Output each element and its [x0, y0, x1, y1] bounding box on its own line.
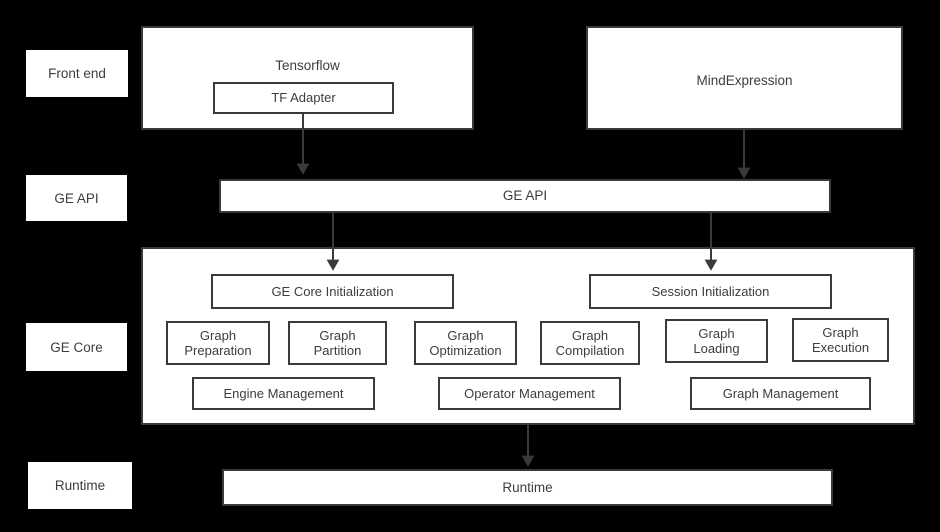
graph-preparation-box: Graph Preparation [166, 321, 270, 365]
ge-api-bar: GE API [219, 179, 831, 213]
operator-management-label: Operator Management [464, 385, 595, 401]
stage-label-ge-core: GE Core [26, 323, 127, 371]
ge-api-bar-label: GE API [502, 188, 548, 204]
stage-label-runtime-text: Runtime [54, 478, 106, 493]
tensorflow-container: Tensorflow [141, 26, 474, 130]
stage-label-ge-api: GE API [26, 175, 127, 221]
graph-compilation-box: Graph Compilation [540, 321, 640, 365]
runtime-bar-label: Runtime [502, 479, 553, 495]
operator-management-box: Operator Management [438, 377, 621, 410]
graph-partition-line1: Graph [319, 327, 356, 343]
graph-optimization-line2: Optimization [429, 343, 502, 358]
graph-compilation-line1: Graph [571, 327, 609, 343]
graph-optimization-line1: Graph [447, 327, 484, 343]
graph-execution-line2: Execution [811, 340, 870, 355]
graph-execution-line1: Graph [822, 324, 859, 340]
session-initialization-box: Session Initialization [589, 274, 832, 309]
session-initialization-label: Session Initialization [651, 283, 770, 299]
graph-loading-line2: Loading [693, 341, 740, 356]
stage-label-front-end: Front end [26, 50, 128, 97]
mindexpression-container: MindExpression [586, 26, 903, 130]
stage-label-ge-core-text: GE Core [50, 339, 103, 355]
graph-compilation-line2: Compilation [555, 343, 625, 358]
graph-execution-box: Graph Execution [792, 318, 889, 362]
graph-management-label: Graph Management [722, 385, 839, 401]
tf-adapter-label: TF Adapter [271, 90, 336, 106]
engine-management-label: Engine Management [223, 385, 344, 401]
ge-core-initialization-label: GE Core Initialization [271, 283, 394, 299]
graph-preparation-line2: Preparation [184, 343, 252, 358]
stage-label-front-end-text: Front end [48, 66, 106, 81]
engine-management-box: Engine Management [192, 377, 375, 410]
graph-loading-line1: Graph [698, 325, 735, 341]
runtime-bar: Runtime [222, 469, 833, 506]
graph-loading-box: Graph Loading [665, 319, 768, 363]
ge-core-initialization-box: GE Core Initialization [211, 274, 454, 309]
tf-adapter-box: TF Adapter [213, 82, 394, 114]
graph-partition-box: Graph Partition [288, 321, 387, 365]
graph-preparation-line1: Graph [199, 327, 237, 343]
stage-label-runtime: Runtime [28, 462, 132, 509]
mindexpression-title: MindExpression [696, 73, 793, 88]
graph-optimization-box: Graph Optimization [414, 321, 517, 365]
graph-partition-line2: Partition [313, 343, 362, 358]
stage-label-ge-api-text: GE API [54, 190, 99, 206]
tensorflow-title: Tensorflow [275, 58, 340, 73]
graph-management-box: Graph Management [690, 377, 871, 410]
